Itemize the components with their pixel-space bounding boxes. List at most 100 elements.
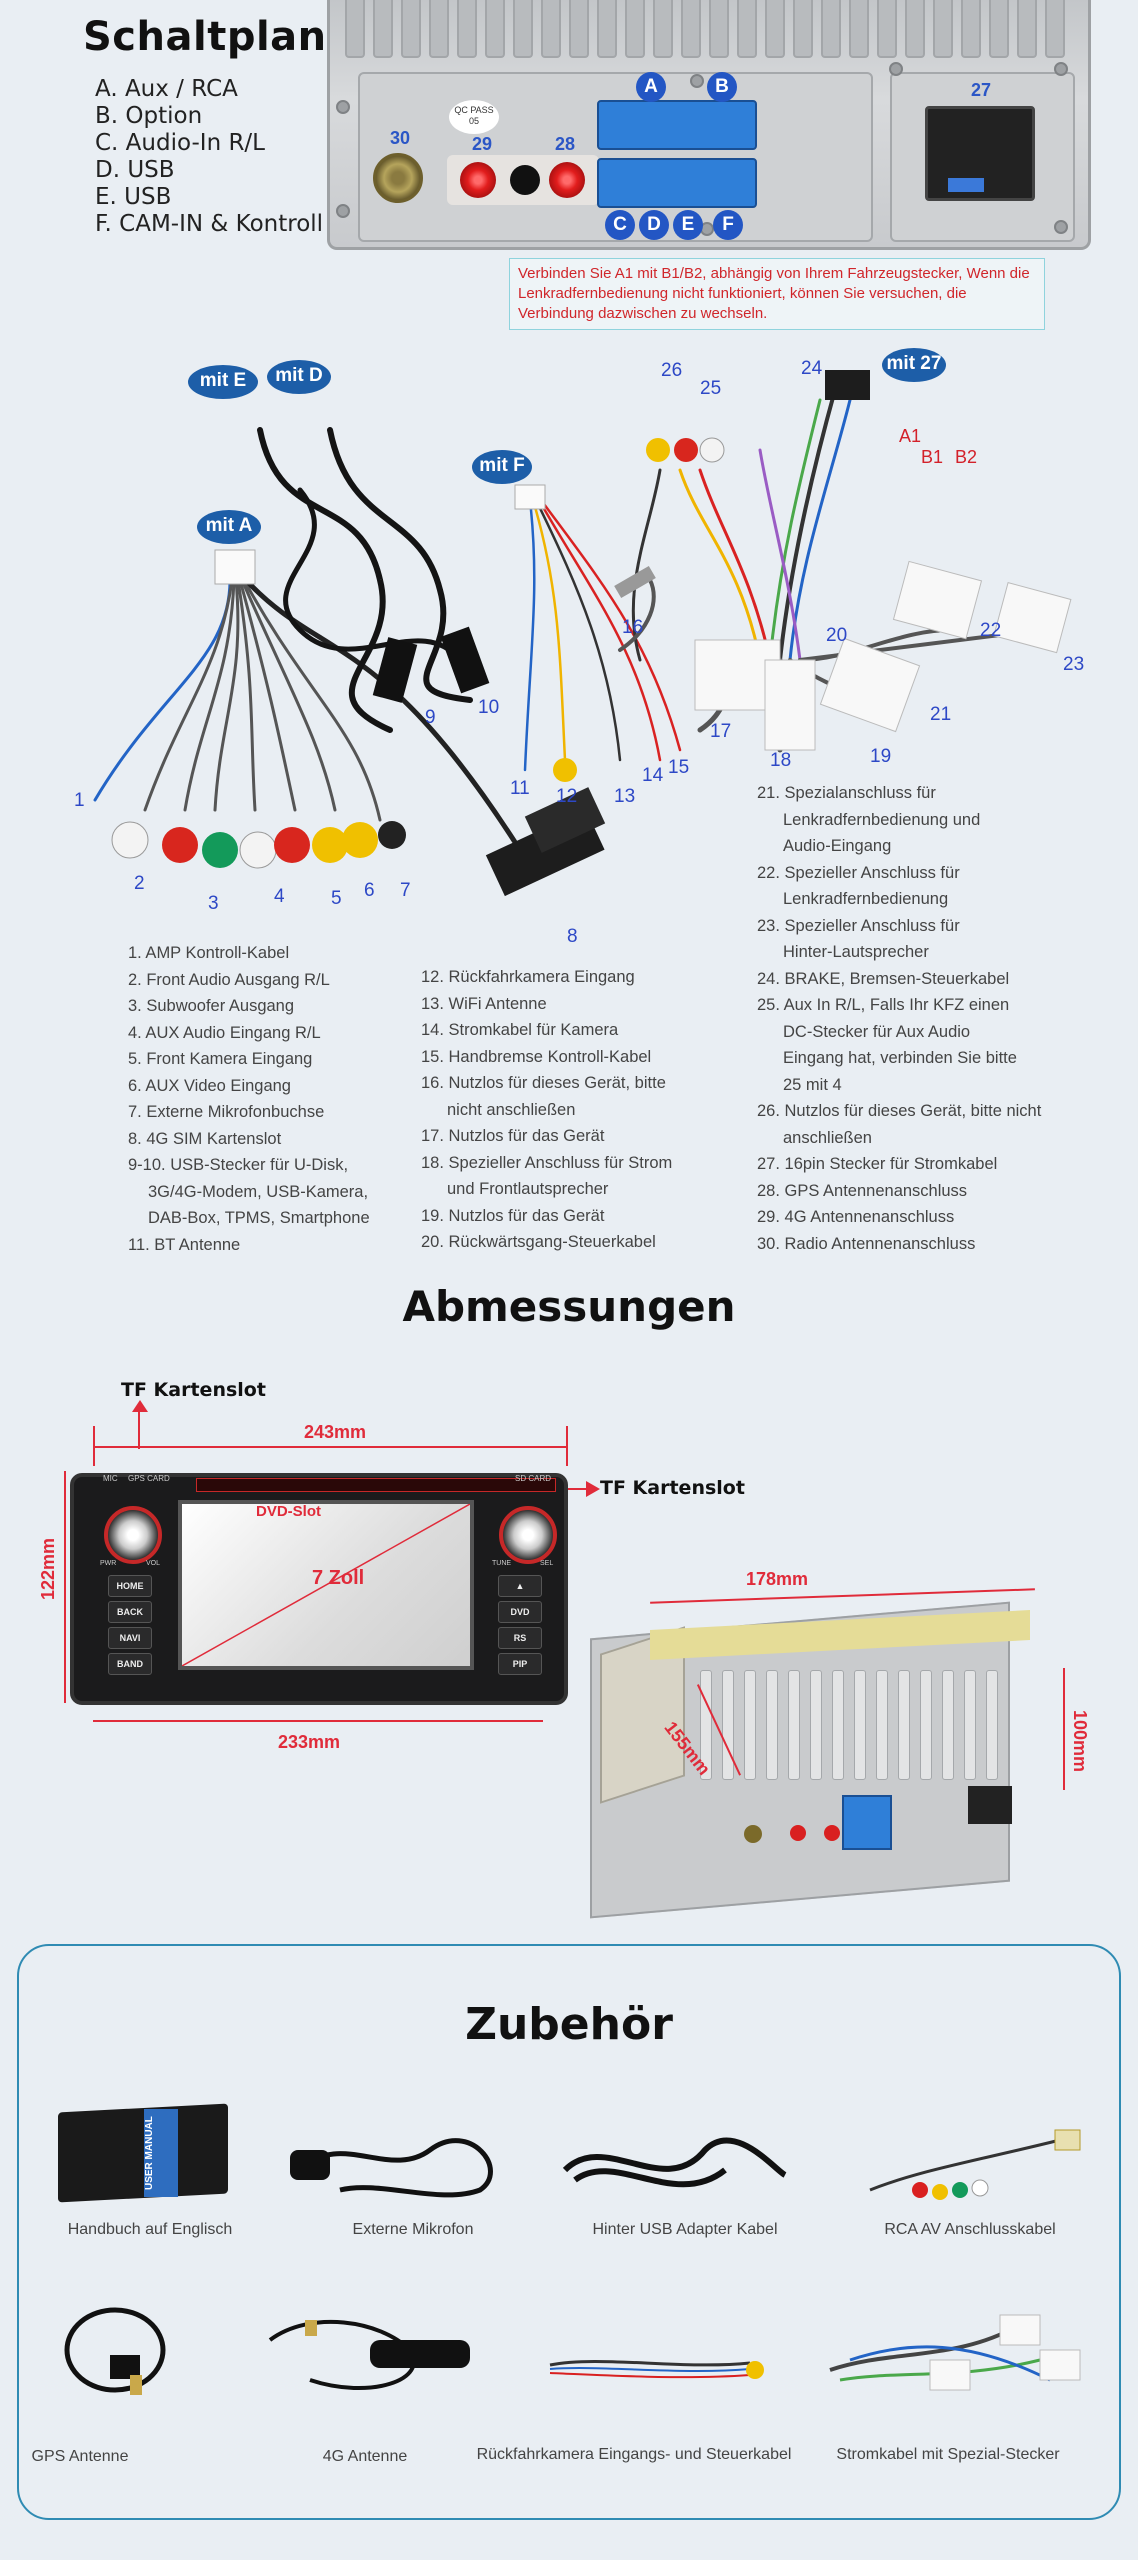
connector-legend: A. Aux / RCA B. Option C. Audio-In R/L D…	[95, 76, 323, 238]
antenna-port	[744, 1825, 762, 1843]
cooling-fin	[964, 1670, 976, 1780]
connector-badge-d: D	[639, 210, 669, 240]
badge-mit-e: mit E	[188, 365, 258, 399]
list-item: 12. Rückfahrkamera Eingang	[421, 968, 635, 986]
mic-label: MIC	[103, 1474, 118, 1483]
list-item: 30. Radio Antennenanschluss	[757, 1234, 976, 1253]
wire-number-14: 14	[642, 765, 664, 786]
cooling-fin	[905, 0, 925, 58]
wiring-harness-drawing	[93, 370, 1072, 897]
wire-number-22: 22	[980, 620, 1002, 641]
legend-list-2: 12. Rückfahrkamera Eingang 13. WiFi Ante…	[421, 964, 721, 1256]
home-button[interactable]: HOME	[108, 1575, 152, 1597]
wire-number-12: 12	[556, 786, 578, 807]
cooling-fin	[429, 0, 449, 58]
wire-number-23: 23	[1063, 654, 1085, 675]
gps-card-label: GPS CARD	[128, 1474, 170, 1483]
radio-antenna-port	[373, 153, 423, 203]
wire-number-5: 5	[331, 888, 342, 909]
cooling-fin	[898, 1670, 910, 1780]
harness-connector-cdef	[597, 158, 757, 208]
qc-pass-sticker: QC PASS 05	[449, 100, 499, 134]
rca-port	[790, 1825, 806, 1841]
cooling-fin	[854, 1670, 866, 1780]
list-item: 4. AUX Audio Eingang R/L	[128, 1023, 321, 1042]
cooling-fin	[541, 0, 561, 58]
badge-mit-f: mit F	[472, 450, 532, 484]
dimension-line	[93, 1426, 95, 1466]
dvd-slot-label: DVD-Slot	[256, 1503, 321, 1520]
cooling-fin	[942, 1670, 954, 1780]
screw	[690, 74, 704, 88]
cooling-fin	[597, 0, 617, 58]
wire-number-1: 1	[74, 790, 85, 811]
height-dimension-right: 100mm	[1070, 1710, 1090, 1773]
label-a1: A1	[899, 426, 922, 446]
legend-item: A. Aux / RCA	[95, 76, 238, 102]
legend-item: B. Option	[95, 103, 203, 129]
cooling-fin	[345, 0, 365, 58]
band-button[interactable]: BAND	[108, 1653, 152, 1675]
cooling-fin	[681, 0, 701, 58]
wire-number-21: 21	[930, 704, 952, 725]
connector-badge-b: B	[707, 72, 737, 102]
connector-badge-f: F	[713, 210, 743, 240]
list-item: 16. Nutzlos für dieses Gerät, bitte	[421, 1074, 666, 1092]
cooling-fin	[485, 0, 505, 58]
screen-diagonal	[182, 1504, 470, 1666]
list-item: 14. Stromkabel für Kamera	[421, 1021, 619, 1039]
list-item: DC-Stecker für Aux Audio	[783, 1022, 971, 1041]
depth-dimension-top: 178mm	[746, 1569, 809, 1589]
harness-connector	[842, 1795, 892, 1850]
badge-mit-d: mit D	[267, 360, 331, 394]
accessory-label: Hinter USB Adapter Kabel	[592, 2221, 778, 2238]
screw	[336, 100, 350, 114]
rs-button[interactable]: RS	[498, 1627, 542, 1649]
port-label-30: 30	[390, 128, 411, 148]
list-item: 1. AMP Kontroll-Kabel	[128, 944, 290, 962]
accessory-label: GPS Antenne	[31, 2448, 129, 2465]
wire-number-16: 16	[622, 617, 644, 638]
list-item: 3G/4G-Modem, USB-Kamera,	[148, 1182, 369, 1201]
list-item: 13. WiFi Antenne	[421, 994, 547, 1013]
screen-size-label: 7 Zoll	[312, 1567, 365, 1589]
tf-slot-label-top: TF Kartenslot	[121, 1379, 266, 1401]
list-item: 15. Handbremse Kontroll-Kabel	[421, 1047, 652, 1066]
screw	[1054, 220, 1068, 234]
dimension-line	[93, 1720, 543, 1722]
list-item: 25 mit 4	[783, 1075, 842, 1094]
navi-button[interactable]: NAVI	[108, 1627, 152, 1649]
legend-item: D. USB	[95, 157, 175, 183]
back-button[interactable]: BACK	[108, 1601, 152, 1623]
legend-list-1: 1. AMP Kontroll-Kabel 2. Front Audio Aus…	[128, 940, 408, 1258]
list-item: 5. Front Kamera Eingang	[128, 1050, 313, 1068]
port-label-29: 29	[472, 134, 493, 154]
list-item: Lenkradfernbedienung und	[783, 810, 981, 829]
pip-button[interactable]: PIP	[498, 1653, 542, 1675]
wire-number-3: 3	[208, 893, 219, 914]
cooling-fin	[765, 0, 785, 58]
4g-antenna-image	[268, 2319, 470, 2390]
cooling-fin	[788, 1670, 800, 1780]
tf-slot-label-right: TF Kartenslot	[600, 1477, 745, 1499]
list-item: 19. Nutzlos für das Gerät	[421, 1206, 605, 1225]
cooling-fin	[653, 0, 673, 58]
volume-knob	[104, 1506, 162, 1564]
wire-number-8: 8	[567, 926, 578, 947]
cooling-fin	[877, 0, 897, 58]
4g-antenna-port	[460, 162, 496, 198]
list-item: Lenkradfernbedienung	[783, 890, 949, 908]
port-hole	[510, 165, 540, 195]
cooling-fin	[401, 0, 421, 58]
accessories-panel	[17, 1944, 1121, 2520]
list-item: 27. 16pin Stecker für Stromkabel	[757, 1155, 998, 1173]
dvd-button[interactable]: DVD	[498, 1601, 542, 1623]
abmessungen-title: Abmessungen	[402, 1282, 736, 1331]
eject-button[interactable]: ▲	[498, 1575, 542, 1597]
list-item: Hinter-Lautsprecher	[783, 943, 929, 961]
accessory-label: Handbuch auf Englisch	[67, 2221, 233, 2238]
legend-item: C. Audio-In R/L	[95, 130, 265, 156]
connector-badge-a: A	[636, 72, 666, 102]
cooling-fin	[821, 0, 841, 58]
microphone-image	[290, 2138, 493, 2198]
